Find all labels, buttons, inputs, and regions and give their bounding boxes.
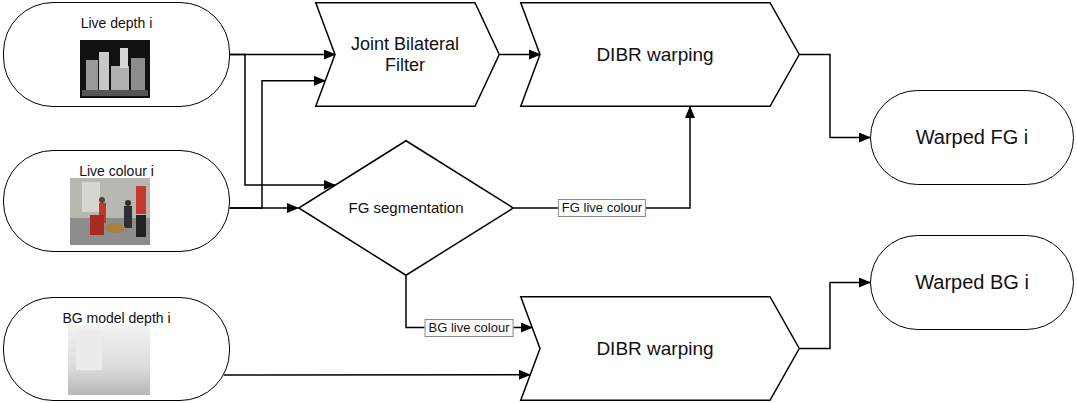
node-label: Live depth i xyxy=(81,15,153,31)
text-holder: Warped FG i xyxy=(871,91,1073,184)
node-label: DIBR warping xyxy=(596,338,713,360)
text-holder: Joint Bilateral Filter xyxy=(315,2,500,107)
text-holder: BG model depth i xyxy=(4,298,229,400)
flow-arrow xyxy=(800,55,870,138)
node-label: Warped BG i xyxy=(915,271,1029,294)
input-terminal: BG model depth i xyxy=(3,297,230,401)
text-holder: FG segmentation xyxy=(298,140,514,276)
decision-diamond: FG segmentation xyxy=(298,140,514,276)
node-label: Joint Bilateral Filter xyxy=(339,34,471,75)
node-label: FG segmentation xyxy=(348,199,463,216)
flow-arrow xyxy=(230,207,298,209)
shape-outline xyxy=(299,141,514,276)
process-chevron: Joint Bilateral Filter xyxy=(315,2,500,107)
colour-thumbnail xyxy=(70,178,150,245)
edge-label: BG live colour xyxy=(425,319,514,337)
text-holder: Live depth i xyxy=(4,3,229,106)
flow-arrow xyxy=(514,107,690,208)
input-terminal: Live depth i xyxy=(3,2,230,107)
output-terminal: Warped FG i xyxy=(870,90,1074,185)
node-label: DIBR warping xyxy=(596,44,713,66)
output-terminal: Warped BG i xyxy=(870,235,1074,330)
process-chevron: DIBR warping xyxy=(520,296,800,401)
depth-thumbnail xyxy=(80,40,150,98)
flow-arrow xyxy=(230,81,325,208)
bg-depth-thumbnail xyxy=(68,325,150,395)
flow-arrow xyxy=(800,283,870,349)
shape-outline xyxy=(316,3,500,107)
shape-outline xyxy=(521,297,800,401)
node-label: BG model depth i xyxy=(62,310,170,326)
text-holder: DIBR warping xyxy=(520,2,800,107)
node-label: Live colour i xyxy=(79,163,154,179)
shape-outline xyxy=(521,3,800,107)
process-chevron: DIBR warping xyxy=(520,2,800,107)
input-terminal: Live colour i xyxy=(3,150,230,252)
text-holder: Live colour i xyxy=(4,151,229,251)
node-label: Warped FG i xyxy=(916,126,1029,149)
flow-arrow xyxy=(500,54,540,56)
text-holder: Warped BG i xyxy=(871,236,1073,329)
flow-arrow xyxy=(230,55,335,185)
text-holder: DIBR warping xyxy=(520,296,800,401)
flow-arrow xyxy=(224,374,530,376)
edge-label: FG live colour xyxy=(558,199,646,217)
